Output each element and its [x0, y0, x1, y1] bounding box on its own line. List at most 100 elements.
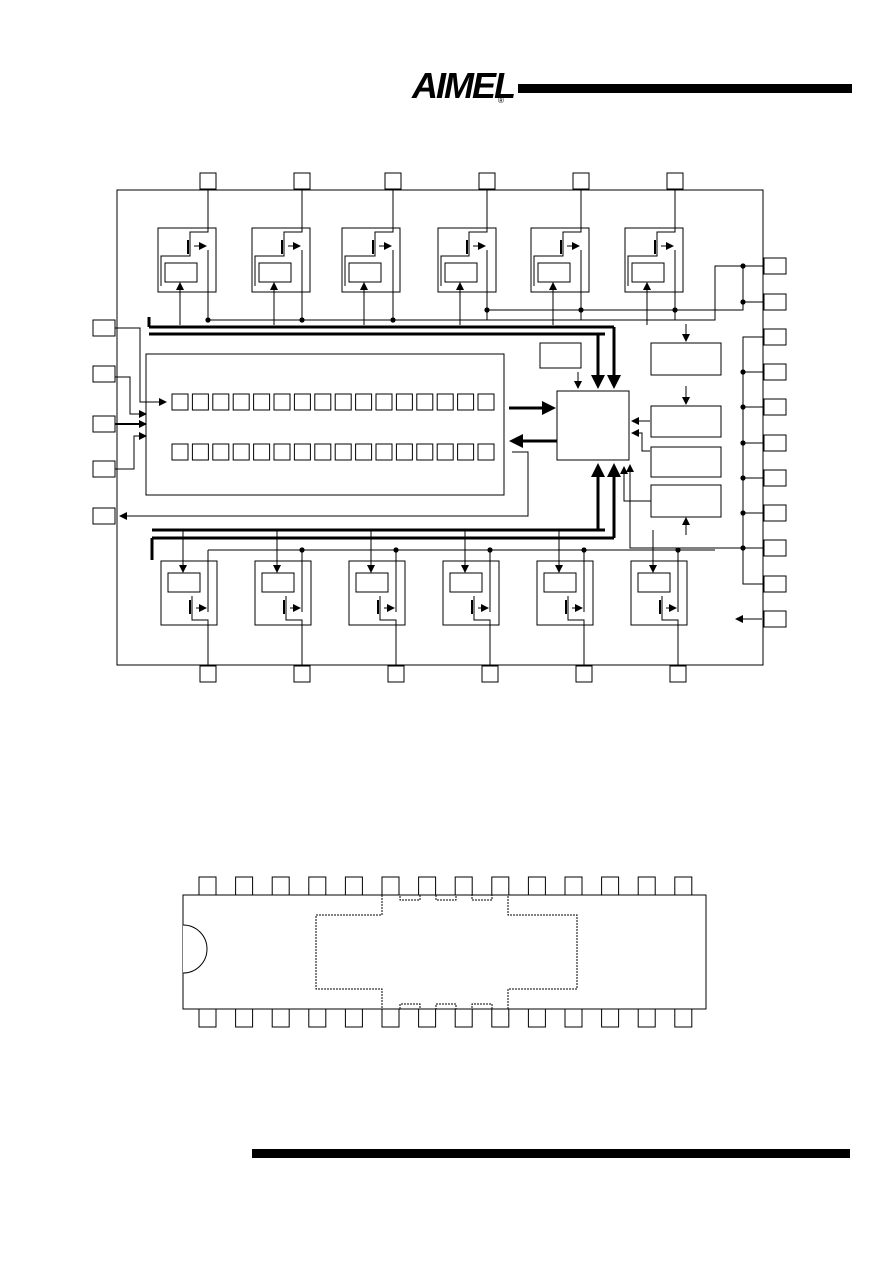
top-pin — [572, 172, 590, 190]
top-pin — [199, 172, 217, 190]
register-cell — [375, 393, 393, 411]
driver-cell-frame — [348, 560, 406, 626]
package-bottom-pin — [564, 1008, 583, 1028]
register-cell — [293, 443, 311, 461]
register-cell — [273, 443, 291, 461]
serial-out-line — [119, 451, 529, 520]
control-blocks — [539, 342, 722, 518]
register-cell — [232, 443, 250, 461]
package-top-pin — [198, 876, 217, 896]
register-cell — [477, 443, 495, 461]
top-driver-cell — [157, 190, 217, 325]
top-return-line — [208, 265, 763, 321]
register-cell — [395, 443, 413, 461]
left-pin — [92, 319, 116, 337]
transistor-trace — [191, 596, 209, 665]
right-pin — [763, 398, 787, 416]
register-cell — [416, 443, 434, 461]
register-cell — [314, 443, 332, 461]
bottom-driver-cells — [160, 530, 688, 665]
latch-box — [543, 572, 577, 593]
register-cell — [375, 443, 393, 461]
register-cell — [171, 393, 189, 411]
bottom-driver-cell — [442, 530, 500, 665]
left-pin — [92, 365, 116, 383]
latch-box — [258, 262, 292, 283]
register-cell — [253, 443, 271, 461]
top-pin — [478, 172, 496, 190]
register-cell — [334, 393, 352, 411]
package-bottom-pin — [418, 1008, 437, 1028]
top-pin — [293, 172, 311, 190]
transistor-trace — [254, 190, 303, 286]
shift-register-block — [145, 353, 505, 496]
left-input-2 — [115, 376, 147, 418]
footer-rule — [252, 1149, 850, 1158]
register-cell — [232, 393, 250, 411]
package-top-pin — [381, 876, 400, 896]
bottom-driver-cell — [348, 530, 406, 665]
register-cell — [436, 443, 454, 461]
top-driver-cell — [624, 190, 684, 325]
package-bottom-pin — [674, 1008, 693, 1028]
package-bottom-pin — [344, 1008, 363, 1028]
package-top-pin — [491, 876, 510, 896]
registered-mark: ® — [498, 96, 504, 105]
top-return-line-2 — [487, 266, 744, 311]
side-block — [650, 484, 722, 518]
top-driver-cell — [437, 190, 497, 325]
package-bottom-pin — [601, 1008, 620, 1028]
register-cell — [416, 393, 434, 411]
register-cell — [477, 393, 495, 411]
latch-box — [631, 262, 665, 283]
register-cell — [191, 443, 209, 461]
driver-cell-frame — [630, 560, 688, 626]
control-logic-block — [556, 390, 630, 461]
package-top-pin — [308, 876, 327, 896]
side-block — [650, 342, 722, 376]
bottom-pin — [575, 665, 593, 683]
register-cell — [253, 393, 271, 411]
latch-box — [537, 262, 571, 283]
top-driver-cell — [251, 190, 311, 325]
atmel-logo: AIMEL ® — [412, 65, 516, 106]
driver-cell-frame — [160, 560, 218, 626]
package-bottom-pin — [271, 1008, 290, 1028]
logo-text: AIMEL — [412, 65, 516, 106]
pin1-notch — [182, 924, 208, 974]
transistor-trace — [379, 596, 397, 665]
register-cell — [212, 443, 230, 461]
latch-box — [348, 262, 382, 283]
right-rail — [742, 336, 763, 585]
header-rule — [518, 84, 852, 93]
top-pin — [384, 172, 402, 190]
chip-pins — [92, 172, 787, 683]
left-input-1 — [115, 327, 167, 406]
side-block — [650, 405, 722, 438]
bottom-driver-cell — [254, 530, 312, 665]
register-cell — [314, 393, 332, 411]
package-bottom-pin — [491, 1008, 510, 1028]
register-cell — [273, 393, 291, 411]
package-bottom-pin — [198, 1008, 217, 1028]
transistor-trace — [661, 596, 679, 665]
package-top-pin — [418, 876, 437, 896]
package-top-pin — [235, 876, 254, 896]
register-cell — [293, 393, 311, 411]
right-pin — [763, 504, 787, 522]
package-bottom-pin — [637, 1008, 656, 1028]
right-pin — [763, 539, 787, 557]
register-cell — [334, 443, 352, 461]
package-bottom-pin — [235, 1008, 254, 1028]
left-input-4 — [115, 432, 147, 470]
bottom-pin — [293, 665, 311, 683]
latch-box — [167, 572, 201, 593]
latch-box — [449, 572, 483, 593]
register-cell — [436, 393, 454, 411]
package-body — [182, 894, 707, 1010]
bus-lines — [115, 250, 763, 623]
top-driver-cells — [157, 190, 684, 325]
transistor-trace — [440, 190, 488, 286]
package-top-pin — [271, 876, 290, 896]
ctrl-arrow-4 — [631, 429, 650, 452]
